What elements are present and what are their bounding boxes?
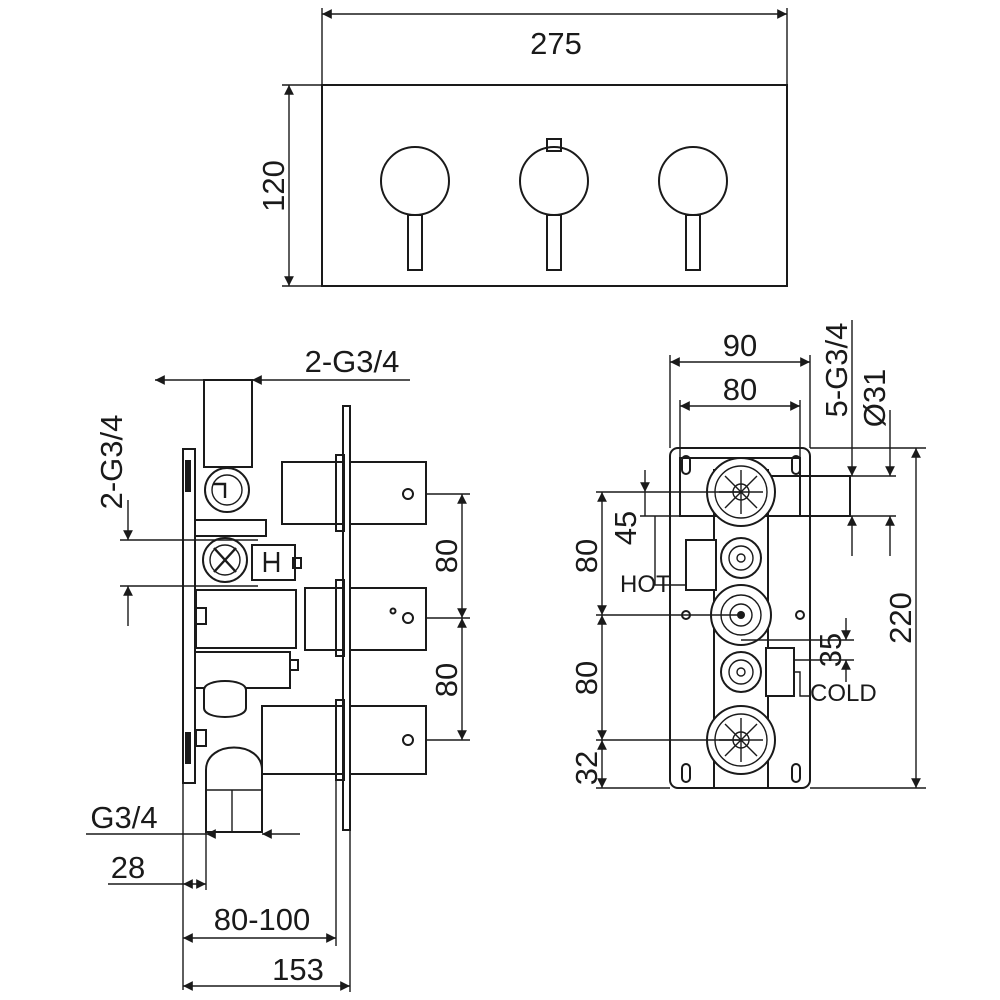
dim-side-spacing: 80 80 (426, 493, 470, 741)
dim-diameter-label: Ø31 (857, 369, 892, 428)
dim-total-depth-label: 153 (272, 952, 324, 987)
dim-inlet: G3/4 (86, 800, 300, 839)
dim-back-spacing-upper: 80 (569, 539, 604, 573)
handle-right (658, 146, 728, 271)
dim-depth-range: 80-100 (183, 774, 337, 946)
dim-height-label: 120 (256, 160, 291, 212)
dim-bottom-offset-label: 32 (569, 751, 604, 785)
cold-inlet-box (765, 647, 795, 697)
outlet-pipe-top (203, 379, 253, 468)
dim-depth-range-label: 80-100 (214, 902, 311, 937)
valve-cartridge-3 (349, 705, 427, 775)
front-view: 275 120 (256, 8, 788, 287)
handle-left (380, 146, 450, 271)
hot-label: HOT (620, 571, 671, 598)
dim-offset-45-label: 45 (608, 511, 643, 545)
dim-inner-width: 80 (679, 372, 801, 458)
dim-total-height-label: 220 (883, 592, 918, 644)
dim-inlet-label: G3/4 (90, 800, 157, 835)
cold-label: COLD (810, 680, 877, 707)
dim-side-spacing-lower: 80 (429, 663, 464, 697)
dim-outlets: 5-G3/4 (819, 320, 896, 556)
dim-outlet-top: 2-G3/4 (155, 344, 410, 385)
dim-offset-35-label: 35 (813, 633, 848, 667)
handle-middle (519, 138, 589, 271)
dim-outlet-left: 2-G3/4 (94, 415, 258, 626)
check-valve-cold (720, 651, 762, 693)
dim-outlet-top-label: 2-G3/4 (305, 344, 400, 379)
back-view: 90 80 5-G3/4 Ø31 220 (569, 320, 926, 789)
dim-offset: 28 (108, 783, 207, 990)
lower-bulb (203, 680, 247, 718)
dim-side-spacing-upper: 80 (429, 539, 464, 573)
dim-outer-width-label: 90 (723, 328, 757, 363)
dim-offset-35: 35 (741, 618, 854, 682)
dim-outlets-label: 5-G3/4 (819, 323, 854, 418)
dim-width-label: 275 (530, 26, 582, 61)
side-view: 2-G3/4 2-G3/4 80 80 G3/4 (86, 344, 470, 992)
dim-offset-45: 45 (596, 470, 741, 545)
check-valve-hot (720, 537, 762, 579)
dim-inner-width-label: 80 (723, 372, 757, 407)
cover-plate (321, 84, 788, 287)
dim-total-depth: 153 (183, 830, 351, 992)
hot-inlet-box (685, 539, 717, 591)
valve-cartridge-2 (349, 587, 427, 651)
dim-offset-label: 28 (111, 850, 145, 885)
dim-outer-width: 90 (669, 328, 811, 448)
dim-back-spacing: 80 80 32 (569, 492, 741, 789)
dim-back-spacing-lower: 80 (569, 661, 604, 695)
dim-outlet-left-label: 2-G3/4 (94, 415, 129, 510)
dim-width: 275 (321, 8, 788, 85)
dim-diameter: Ø31 (857, 369, 895, 556)
dim-height: 120 (256, 84, 322, 287)
dim-total-height: 220 (810, 447, 926, 789)
valve-cartridge-1 (349, 461, 427, 525)
